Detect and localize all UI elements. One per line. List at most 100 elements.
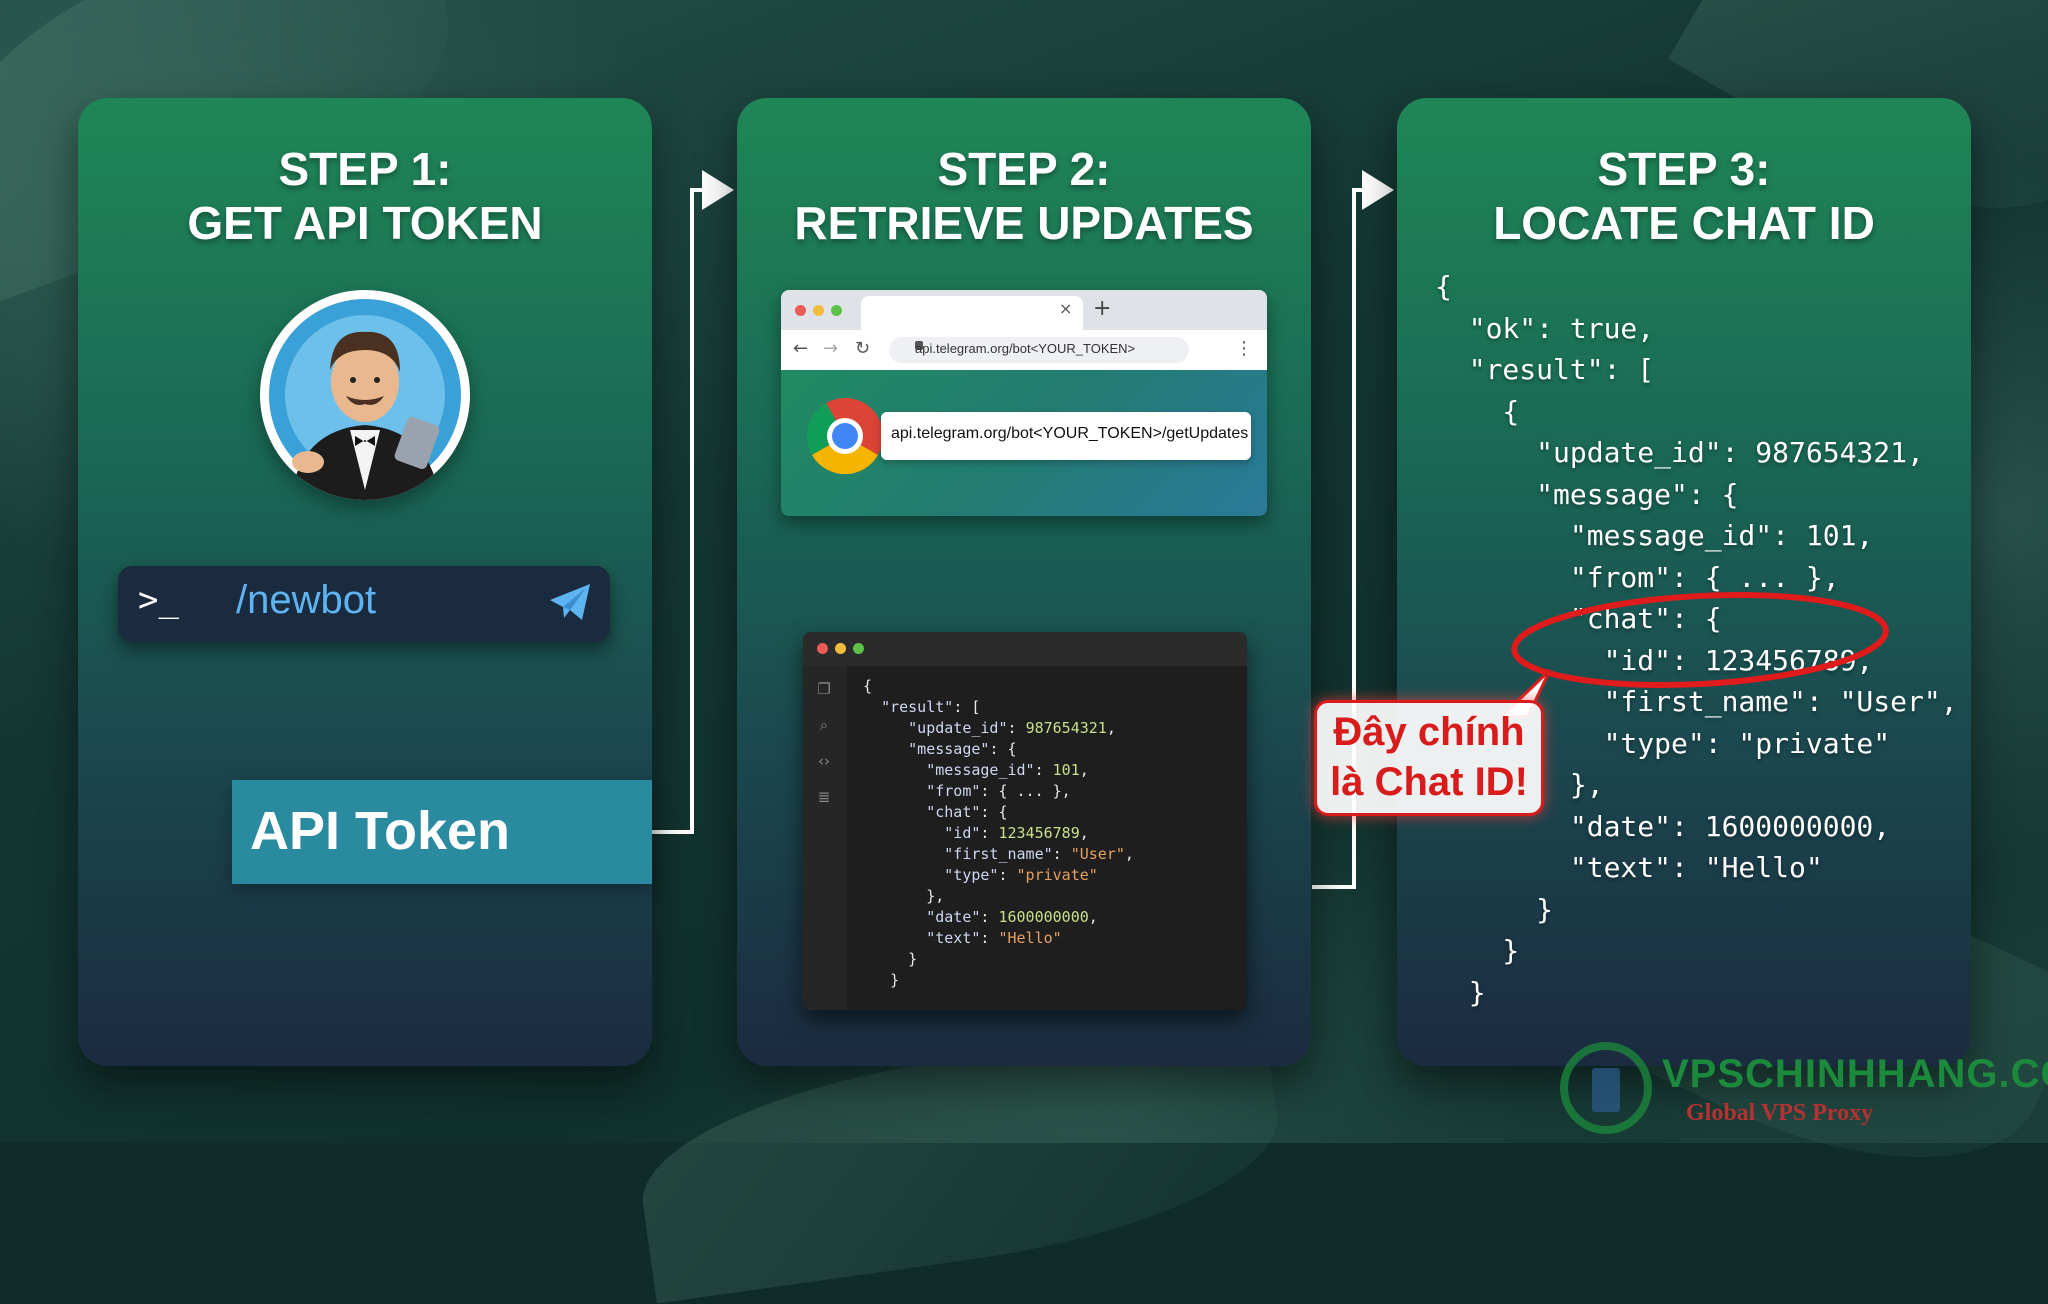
step-1-heading: GET API TOKEN bbox=[187, 197, 543, 249]
json-line: { bbox=[1435, 394, 1520, 428]
json-line: "first_name": "User", bbox=[1435, 685, 1958, 718]
list-icon[interactable]: ≣ bbox=[817, 788, 831, 806]
code-token: 123456789 bbox=[998, 824, 1080, 842]
maximize-dot-icon[interactable] bbox=[853, 643, 864, 654]
code-line: "type": "private" bbox=[863, 865, 1134, 886]
watermark-logo-icon bbox=[1560, 1042, 1652, 1134]
json-line: "text": "Hello" bbox=[1435, 851, 1823, 884]
browser-window: × + ← → ↻ api.telegram.org/bot<YOUR_TOKE… bbox=[781, 290, 1267, 516]
code-token: : bbox=[998, 866, 1017, 884]
terminal-prompt-icon: >_ bbox=[138, 580, 179, 620]
json-line: "date": 1600000000, bbox=[1435, 809, 1891, 843]
tab-close-icon[interactable]: × bbox=[1059, 299, 1073, 318]
code-token bbox=[863, 803, 926, 821]
step-3-panel: STEP 3: LOCATE CHAT ID { "ok": true, "re… bbox=[1397, 98, 1971, 1066]
code-token: "private" bbox=[1016, 866, 1098, 884]
browser-toolbar: ← → ↻ api.telegram.org/bot<YOUR_TOKEN> ⋮ bbox=[781, 330, 1267, 370]
step-3-label: STEP 3: bbox=[1597, 143, 1771, 195]
code-token: "result" bbox=[881, 698, 954, 716]
code-line: "update_id": 987654321, bbox=[863, 718, 1134, 739]
code-token: , bbox=[1079, 761, 1089, 779]
watermark-name: VPSCHINHHANG.COM bbox=[1662, 1052, 2048, 1096]
new-tab-icon[interactable]: + bbox=[1093, 296, 1112, 321]
get-updates-url-field[interactable]: api.telegram.org/bot<YOUR_TOKEN>/getUpda… bbox=[881, 412, 1251, 460]
forward-icon[interactable]: → bbox=[823, 338, 839, 359]
code-token: : bbox=[980, 929, 999, 947]
step-3-heading: LOCATE CHAT ID bbox=[1493, 197, 1875, 249]
newbot-command-bar: >_ /newbot bbox=[118, 566, 610, 642]
newbot-command: /newbot bbox=[236, 578, 377, 622]
watermark-tagline: Global VPS Proxy bbox=[1686, 1100, 1874, 1126]
code-token: 987654321 bbox=[1025, 719, 1107, 737]
code-token: "message" bbox=[908, 740, 990, 758]
code-token bbox=[863, 761, 926, 779]
code-icon[interactable]: ‹› bbox=[818, 752, 830, 770]
close-dot-icon[interactable] bbox=[817, 643, 828, 654]
code-token bbox=[863, 824, 944, 842]
lock-icon bbox=[915, 341, 923, 350]
code-token: , bbox=[1088, 908, 1098, 926]
browser-tab[interactable] bbox=[861, 296, 1083, 330]
watermark: VPSCHINHHANG.COM Global VPS Proxy bbox=[1558, 1040, 2048, 1140]
code-token: : [ bbox=[953, 698, 981, 716]
files-icon[interactable]: ❐ bbox=[817, 680, 831, 698]
code-line: "result": [ bbox=[863, 697, 1134, 718]
code-token: "from" bbox=[926, 782, 981, 800]
api-token-label: API Token bbox=[250, 801, 511, 861]
code-token bbox=[863, 845, 944, 863]
minimize-dot-icon[interactable] bbox=[835, 643, 846, 654]
json-line: "result": [ bbox=[1435, 353, 1655, 386]
json-line: "type": "private" bbox=[1435, 726, 1891, 760]
step-3-title: STEP 3: LOCATE CHAT ID bbox=[1397, 142, 1971, 250]
code-line: { bbox=[863, 676, 1134, 697]
json-line: "from": { ... }, bbox=[1435, 560, 1840, 594]
close-dot-icon[interactable] bbox=[795, 305, 806, 316]
json-line: } bbox=[1435, 934, 1520, 967]
api-token-box: API Token bbox=[232, 780, 652, 884]
telegram-plane-icon bbox=[548, 582, 592, 626]
json-line: } bbox=[1435, 975, 1486, 1009]
code-line: "text": "Hello" bbox=[863, 928, 1134, 949]
json-line: "chat": { bbox=[1435, 602, 1722, 635]
code-line: "date": 1600000000, bbox=[863, 907, 1134, 928]
code-token: "chat" bbox=[926, 803, 981, 821]
code-line: } bbox=[863, 970, 1134, 991]
code-token: "User" bbox=[1070, 845, 1125, 863]
json-line: "message_id": 101, bbox=[1435, 519, 1874, 552]
step-2-label: STEP 2: bbox=[937, 143, 1111, 195]
search-icon[interactable]: ⌕ bbox=[819, 716, 829, 734]
code-token: : { bbox=[989, 740, 1017, 758]
code-token: 101 bbox=[1052, 761, 1080, 779]
maximize-dot-icon[interactable] bbox=[831, 305, 842, 316]
step-2-heading: RETRIEVE UPDATES bbox=[794, 197, 1254, 249]
code-token bbox=[863, 698, 881, 716]
step-1-label: STEP 1: bbox=[278, 143, 452, 195]
minimize-dot-icon[interactable] bbox=[813, 305, 824, 316]
json-response-code: { "result": [ "update_id": 987654321, "m… bbox=[863, 676, 1134, 991]
reload-icon[interactable]: ↻ bbox=[855, 338, 871, 359]
bot-avatar-icon bbox=[260, 290, 470, 500]
code-token bbox=[863, 719, 908, 737]
code-token: : { bbox=[980, 803, 1008, 821]
code-token: 1600000000 bbox=[998, 908, 1089, 926]
address-bar-url: api.telegram.org/bot<YOUR_TOKEN> bbox=[915, 341, 1136, 356]
code-line: } bbox=[863, 949, 1134, 970]
code-line: "from": { ... }, bbox=[863, 781, 1134, 802]
callout-line-1: Đây chính bbox=[1333, 710, 1525, 754]
browser-menu-icon[interactable]: ⋮ bbox=[1235, 338, 1253, 359]
json-line: "update_id": 987654321, bbox=[1435, 436, 1924, 469]
browser-titlebar: × + ← → ↻ api.telegram.org/bot<YOUR_TOKE… bbox=[781, 290, 1267, 370]
code-token: "date" bbox=[926, 908, 981, 926]
code-line: "message_id": 101, bbox=[863, 760, 1134, 781]
code-line: "chat": { bbox=[863, 802, 1134, 823]
code-token: { bbox=[863, 677, 873, 695]
code-token: "message_id" bbox=[926, 761, 1035, 779]
chat-id-callout: Đây chính là Chat ID! bbox=[1314, 700, 1544, 816]
json-line: "ok": true, bbox=[1435, 311, 1655, 345]
json-line: { bbox=[1435, 270, 1452, 303]
json-line: "id": 123456789, bbox=[1435, 643, 1874, 677]
code-token bbox=[863, 782, 926, 800]
code-token: : { ... }, bbox=[980, 782, 1071, 800]
back-icon[interactable]: ← bbox=[793, 338, 809, 359]
address-bar[interactable]: api.telegram.org/bot<YOUR_TOKEN> bbox=[889, 337, 1189, 363]
